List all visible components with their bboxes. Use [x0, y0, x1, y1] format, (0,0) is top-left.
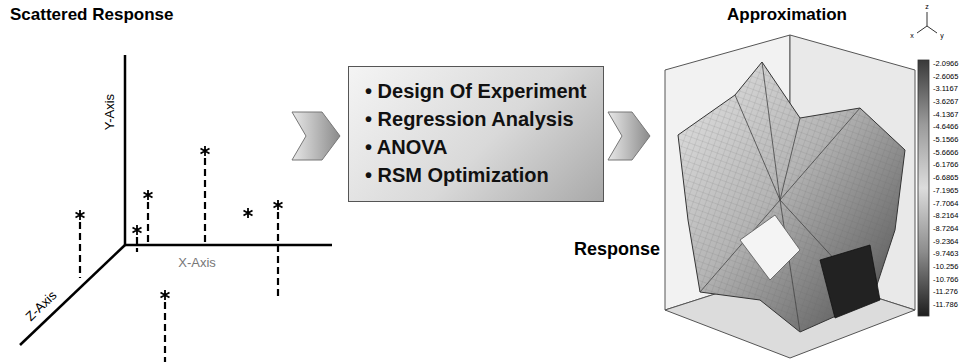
method-item: • Design Of Experiment: [365, 77, 591, 105]
scale-value: -2.6065: [933, 73, 958, 81]
scale-value: -7.1965: [933, 187, 958, 195]
scale-value: -11.276: [933, 288, 958, 296]
axis-label: Z-Axis: [23, 288, 60, 324]
method-item: • RSM Optimization: [365, 161, 591, 189]
method-item: • ANOVA: [365, 133, 591, 161]
scale-value: -7.7064: [933, 200, 958, 208]
surface-plot: [665, 35, 915, 358]
panel-title: Approximation: [727, 6, 847, 25]
process-box: • Design Of Experiment• Regression Analy…: [348, 66, 604, 202]
axis-triad: [917, 12, 937, 33]
scale-value: -2.0966: [933, 60, 958, 68]
triad-letter: z: [925, 3, 929, 11]
scale-value: -3.1167: [933, 85, 958, 93]
triad-letter: y: [940, 32, 944, 40]
scale-value: -9.7463: [933, 250, 958, 258]
data-points: [80, 158, 278, 362]
triad-letter: x: [910, 32, 914, 40]
scale-value: -4.1367: [933, 111, 958, 119]
block-arrow: [292, 112, 340, 160]
panel-title: Scattered Response: [10, 6, 173, 25]
scale-value: -6.1766: [933, 161, 958, 169]
scale-value: -5.1566: [933, 136, 958, 144]
color-bar: [918, 60, 929, 316]
scale-value: -10.766: [933, 276, 958, 284]
asterisk-markers: [76, 146, 283, 300]
scale-value: -8.7264: [933, 225, 958, 233]
scale-value: -6.6865: [933, 174, 958, 182]
axis-label: X-Axis: [178, 256, 216, 270]
scale-value: -3.6267: [933, 98, 958, 106]
scale-value: -8.2164: [933, 212, 958, 220]
method-item: • Regression Analysis: [365, 105, 591, 133]
scale-value: -10.256: [933, 263, 958, 271]
axes: [20, 55, 332, 345]
scale-value: -4.6466: [933, 123, 958, 131]
plot-label: Response: [574, 240, 660, 260]
axis-label: Y-Axis: [103, 94, 117, 130]
block-arrow: [608, 112, 650, 160]
scale-value: -9.2364: [933, 238, 958, 246]
scale-value: -5.6666: [933, 149, 958, 157]
scale-value: -11.786: [933, 301, 958, 309]
